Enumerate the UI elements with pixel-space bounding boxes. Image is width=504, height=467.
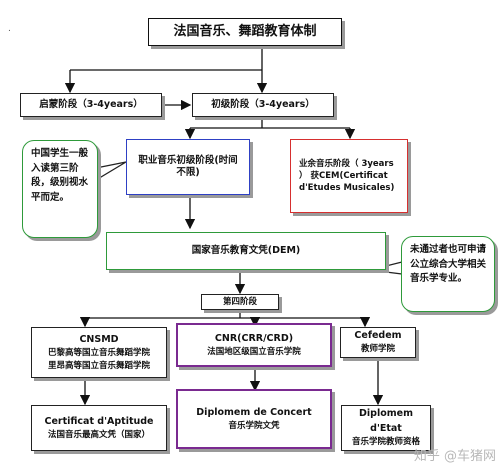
cnr-title: CNR(CRR/CRD) (214, 332, 294, 344)
cnsmd-desc-2: 里昂高等国立音乐舞蹈学院 (47, 360, 150, 371)
cnsmd-box: CNSMD 巴黎高等国立音乐舞蹈学院 里昂高等国立音乐舞蹈学院 (31, 327, 167, 378)
dem-label: 国家音乐教育文凭(DEM) (191, 245, 301, 257)
yeyu-box: 业余音乐阶段（ 3years ） 获CEM(Certificat d'Etude… (290, 139, 408, 213)
chuji-box: 初级阶段（3-4years） (192, 93, 334, 117)
stage4-label: 第四阶段 (222, 296, 257, 307)
watermark: 知乎 @车猪网 (413, 449, 496, 464)
etat-title: Diplomem d'Etat (359, 408, 413, 435)
cefedem-desc: 教师学院 (360, 344, 395, 355)
cefedem-title: Cefedem (354, 330, 402, 342)
concert-box: Diplomem de Concert 音乐学院文凭 (176, 389, 332, 449)
right-note: 未通过者也可申请公立综合大学相关音乐学专业。 (401, 236, 495, 312)
aptitude-desc: 法国音乐最高文凭（国家） (47, 429, 150, 440)
concert-title: Diplomem de Concert (196, 406, 312, 418)
dem-box: 国家音乐教育文凭(DEM) (106, 232, 386, 270)
qimeng-box: 启蒙阶段（3-4years） (20, 93, 162, 117)
qimeng-label: 启蒙阶段（3-4years） (39, 99, 143, 111)
left-note-text: 中国学生一般入读第三阶段，级别视水平而定。 (31, 148, 89, 204)
yeyu-label: 业余音乐阶段（ 3years ） 获CEM(Certificat d'Etude… (299, 158, 395, 194)
stage4-box: 第四阶段 (201, 294, 279, 310)
corner-mark: . (8, 24, 11, 34)
etat-desc: 音乐学院教师资格 (351, 437, 420, 448)
title-box: 法国音乐、舞蹈教育体制 (148, 18, 342, 46)
concert-desc: 音乐学院文凭 (228, 420, 280, 431)
cefedem-box: Cefedem 教师学院 (340, 327, 416, 358)
right-note-text: 未通过者也可申请公立综合大学相关音乐学专业。 (410, 244, 487, 285)
left-note-tail (95, 161, 127, 182)
left-note: 中国学生一般入读第三阶段，级别视水平而定。 (22, 140, 98, 238)
cnsmd-desc-1: 巴黎高等国立音乐舞蹈学院 (47, 347, 150, 358)
cnsmd-title: CNSMD (79, 333, 119, 345)
zhiye-label: 职业音乐初级阶段(时间不限) (138, 155, 238, 178)
chuji-label: 初级阶段（3-4years） (211, 99, 315, 111)
aptitude-box: Certificat d'Aptitude 法国音乐最高文凭（国家） (31, 405, 167, 451)
aptitude-title: Certificat d'Aptitude (44, 415, 154, 427)
cnr-box: CNR(CRR/CRD) 法国地区级国立音乐学院 (176, 323, 332, 367)
page-title: 法国音乐、舞蹈教育体制 (173, 23, 317, 39)
etat-box: Diplomem d'Etat 音乐学院教师资格 (341, 405, 431, 451)
zhiye-box: 职业音乐初级阶段(时间不限) (126, 139, 250, 195)
cnr-desc: 法国地区级国立音乐学院 (207, 346, 301, 357)
